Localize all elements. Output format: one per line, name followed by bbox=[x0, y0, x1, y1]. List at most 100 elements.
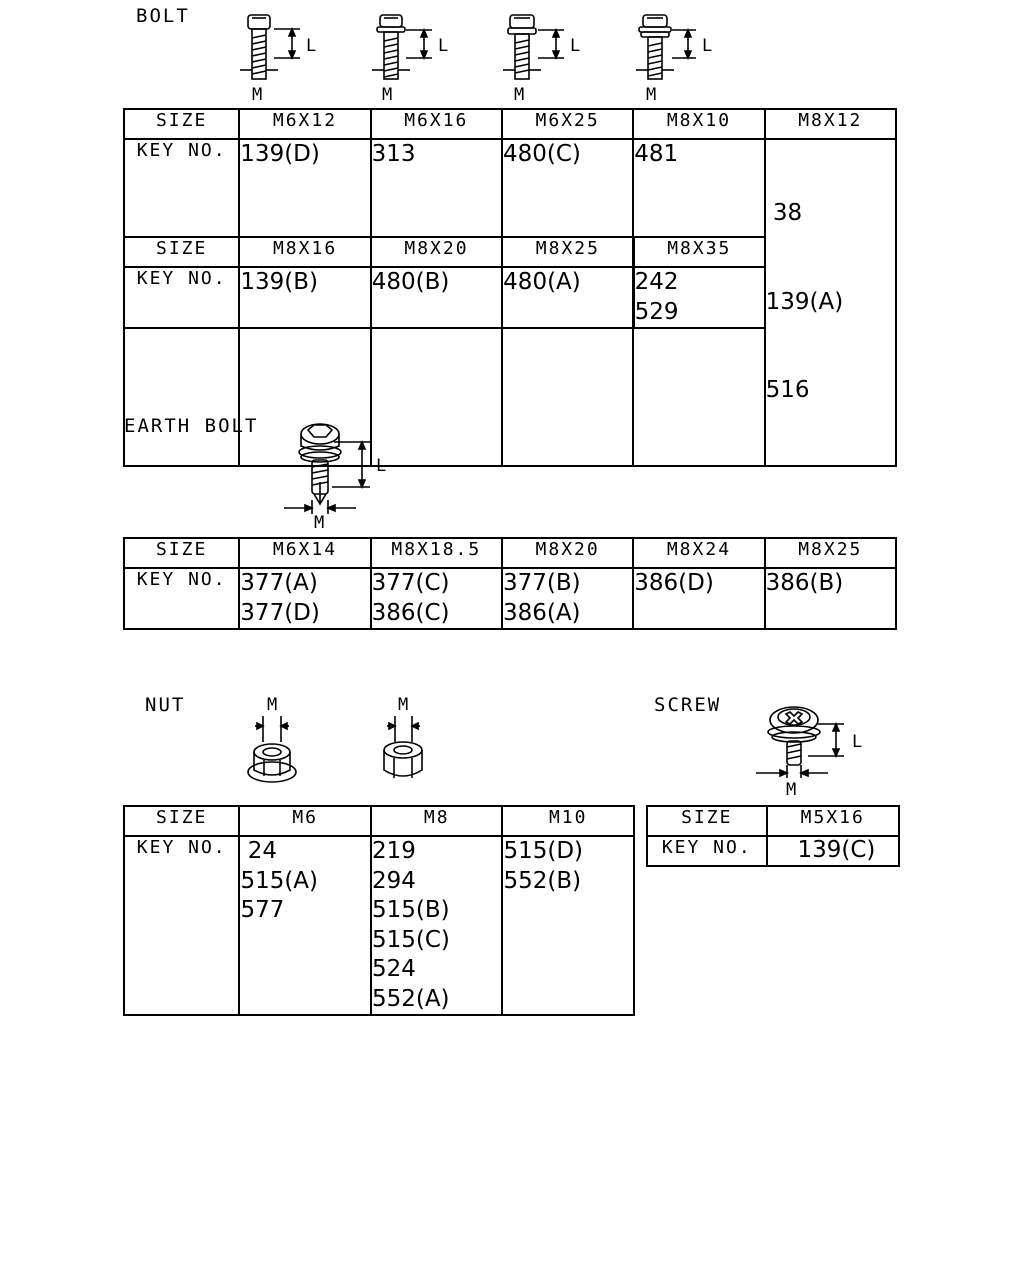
earth-bolt-title: EARTH BOLT bbox=[124, 415, 259, 437]
size-cell: M6X14 bbox=[238, 537, 372, 569]
key-value: 552(B) bbox=[503, 867, 582, 894]
size-cell: M6X16 bbox=[369, 108, 503, 140]
size-header: SIZE bbox=[122, 805, 241, 837]
key-value: 529 bbox=[634, 298, 679, 325]
key-value: 139(A) bbox=[765, 288, 844, 315]
bolt-washer-icon: L M bbox=[503, 14, 580, 105]
key-value: 515(A) bbox=[240, 867, 319, 894]
key-cell: 480(B) bbox=[369, 266, 504, 329]
screw-l-label: L bbox=[852, 732, 862, 752]
earth-bolt-m-label: M bbox=[314, 513, 324, 533]
key-no-header: KEY NO. bbox=[122, 835, 241, 1016]
key-cell: 139(B) bbox=[238, 266, 372, 329]
key-no-header: KEY NO. bbox=[646, 835, 768, 867]
size-cell: M6 bbox=[238, 805, 372, 837]
key-value: 377(D) bbox=[240, 599, 320, 626]
key-cell: 377(A) 377(D) bbox=[238, 567, 372, 630]
size-cell: M6X25 bbox=[500, 108, 635, 140]
size-header: SIZE bbox=[122, 108, 241, 140]
key-value: 386(D) bbox=[634, 570, 714, 596]
bolt3-l-label: L bbox=[570, 36, 580, 56]
earth-bolt-table: SIZE M6X14 M8X18.5 M8X20 M8X24 M8X25 KEY… bbox=[122, 537, 898, 630]
key-no-header: KEY NO. bbox=[122, 266, 241, 329]
size-cell: M8X35 bbox=[632, 236, 767, 268]
size-cell: M8 bbox=[369, 805, 504, 837]
key-value: 386(A) bbox=[502, 599, 581, 626]
key-value: 515(B) bbox=[371, 897, 450, 923]
key-value: 219 bbox=[371, 838, 416, 864]
key-value: 577 bbox=[240, 897, 285, 923]
screw-icon: L M bbox=[756, 706, 862, 800]
size-header: SIZE bbox=[122, 236, 241, 268]
key-cell: 219 294 515(B) 515(C) 524 552(A) bbox=[369, 835, 504, 1016]
bolt1-l-label: L bbox=[306, 36, 316, 56]
key-cell: 386(D) bbox=[632, 567, 766, 630]
key-value: 480(A) bbox=[503, 269, 581, 295]
key-cell: 139(C) bbox=[765, 835, 900, 867]
bolt-flange-icon: L M bbox=[372, 14, 448, 105]
screw-table: SIZE M5X16 KEY NO. 139(C) bbox=[646, 805, 900, 867]
key-cell: 377(B) 386(A) bbox=[500, 567, 635, 630]
bolt2-l-label: L bbox=[438, 36, 448, 56]
bolt-table-2: SIZE M8X16 M8X20 M8X25 M8X35 KEY NO. 139… bbox=[122, 236, 767, 329]
bolt2-m-label: M bbox=[382, 85, 392, 105]
key-value: 24 bbox=[240, 838, 278, 864]
key-value: 552(A) bbox=[371, 985, 450, 1012]
size-cell: M8X10 bbox=[632, 108, 766, 140]
key-value: 38 bbox=[765, 200, 803, 226]
bolt3-m-label: M bbox=[514, 85, 524, 105]
screw-m-label: M bbox=[786, 780, 796, 800]
key-cell: 24 515(A) 577 bbox=[238, 835, 372, 1016]
key-value: 515(C) bbox=[371, 926, 450, 953]
bolt1-m-label: M bbox=[252, 85, 262, 105]
size-cell: M8X20 bbox=[369, 236, 504, 268]
key-value: 377(C) bbox=[371, 570, 450, 596]
key-value: 386(B) bbox=[765, 570, 844, 596]
earth-bolt-l-label: L bbox=[376, 456, 386, 476]
size-cell: M10 bbox=[501, 805, 635, 837]
screw-title: SCREW bbox=[654, 694, 722, 716]
key-value: 139(B) bbox=[240, 269, 318, 295]
key-cell: 242 529 bbox=[632, 266, 767, 329]
size-cell: M8X18.5 bbox=[369, 537, 503, 569]
size-cell: M8X25 bbox=[763, 537, 898, 569]
key-cell: 377(C) 386(C) bbox=[369, 567, 503, 630]
size-cell: M8X25 bbox=[501, 236, 635, 268]
size-header: SIZE bbox=[646, 805, 768, 837]
key-value: 515(D) bbox=[503, 838, 584, 864]
key-cell: 38 139(A) 516 bbox=[763, 138, 898, 467]
size-cell: M6X12 bbox=[238, 108, 372, 140]
key-cell: 480(A) bbox=[501, 266, 635, 329]
key-value: 139(C) bbox=[797, 837, 876, 863]
key-value: 480(C) bbox=[502, 141, 581, 167]
nut-table: SIZE M6 M8 M10 KEY NO. 24 515(A) 577 219… bbox=[122, 805, 635, 1016]
bolt-title: BOLT bbox=[136, 5, 190, 27]
nut-title: NUT bbox=[145, 694, 186, 716]
size-cell: M8X16 bbox=[238, 236, 372, 268]
size-cell: M8X24 bbox=[632, 537, 766, 569]
key-cell: 386(B) bbox=[763, 567, 898, 630]
key-value: 377(A) bbox=[240, 570, 318, 596]
key-no-header: KEY NO. bbox=[122, 567, 241, 630]
size-cell: M8X12 bbox=[763, 108, 898, 140]
key-value: 242 bbox=[634, 269, 679, 295]
bolt-flange-washer-icon: L M bbox=[636, 14, 712, 105]
key-value: 480(B) bbox=[371, 269, 450, 295]
key-value: 313 bbox=[371, 141, 416, 167]
key-value: 386(C) bbox=[371, 599, 450, 626]
key-value: 377(B) bbox=[502, 570, 581, 596]
key-value: 516 bbox=[765, 377, 810, 403]
key-value: 481 bbox=[634, 141, 679, 167]
bolt-hex-icon: L M bbox=[240, 14, 316, 105]
bolt4-m-label: M bbox=[646, 85, 656, 105]
earth-bolt-icon: L M bbox=[284, 423, 386, 533]
hex-nut-icon: M bbox=[383, 695, 423, 778]
nut2-m-label: M bbox=[398, 695, 408, 715]
key-cell: 515(D) 552(B) bbox=[501, 835, 635, 1016]
size-cell: M8X20 bbox=[500, 537, 635, 569]
key-value: 524 bbox=[371, 956, 416, 982]
bolt4-l-label: L bbox=[702, 36, 712, 56]
flange-nut-icon: M bbox=[247, 695, 297, 783]
size-header: SIZE bbox=[122, 537, 241, 569]
key-value: 139(D) bbox=[240, 141, 320, 167]
